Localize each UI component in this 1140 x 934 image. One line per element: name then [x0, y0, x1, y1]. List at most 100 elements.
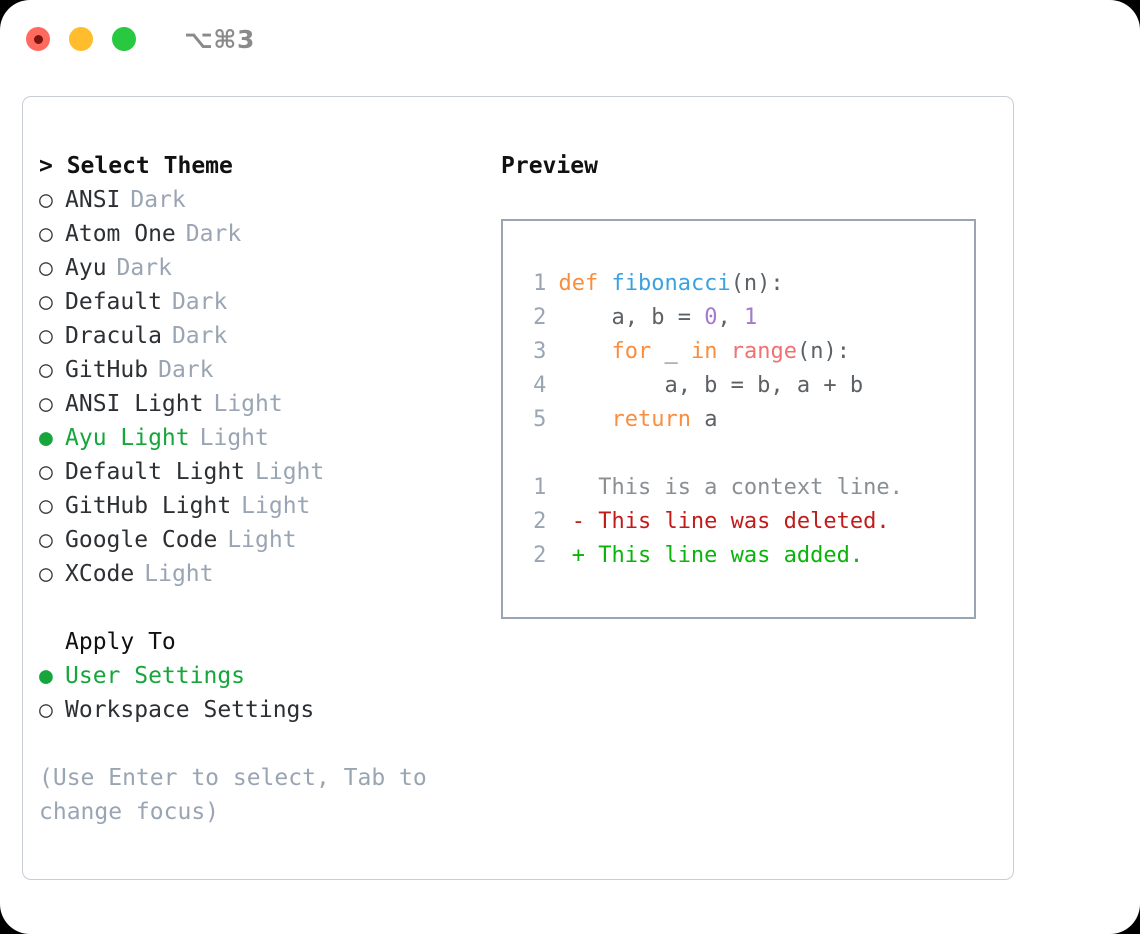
code-diff-separator — [520, 437, 903, 471]
code-token: in — [690, 339, 718, 364]
radio-unselected-icon: ○ — [39, 697, 53, 723]
code-token: a — [690, 407, 718, 432]
radio-unselected-icon: ○ — [39, 357, 53, 383]
theme-option-label: Atom One — [65, 221, 176, 247]
radio-unselected-icon: ○ — [39, 493, 53, 519]
theme-option-category: Light — [255, 459, 325, 485]
radio-unselected-icon: ○ — [39, 527, 53, 553]
apply-to-option[interactable]: ● User Settings — [39, 659, 479, 693]
radio-unselected-icon: ○ — [39, 221, 53, 247]
line-number: 3 — [533, 339, 547, 364]
radio-unselected-icon: ○ — [39, 561, 53, 587]
theme-option[interactable]: ○ Dracula Dark — [39, 319, 479, 353]
diff-line: 2 + This line was added. — [520, 539, 903, 573]
line-number: 2 — [533, 305, 547, 330]
theme-option-category: Dark — [185, 221, 242, 247]
theme-option-category: Light — [199, 425, 269, 451]
theme-option[interactable]: ○ Default Light Light — [39, 455, 479, 489]
apply-to-option-label: Workspace Settings — [65, 697, 315, 723]
theme-option[interactable]: ○ Google Code Light — [39, 523, 479, 557]
theme-option-label: ANSI — [65, 187, 121, 213]
radio-unselected-icon: ○ — [39, 459, 53, 485]
code-line: 3 for _ in range(n): — [520, 335, 903, 369]
theme-option-label: Default Light — [65, 459, 246, 485]
theme-option[interactable]: ○ Ayu Dark — [39, 251, 479, 285]
code-token: a, b = — [558, 305, 705, 330]
theme-option-label: GitHub — [65, 357, 149, 383]
code-token: fibonacci — [611, 271, 731, 296]
theme-option[interactable]: ○ GitHub Light Light — [39, 489, 479, 523]
code-line: 4 a, b = b, a + b — [520, 369, 903, 403]
code-token — [717, 339, 730, 364]
line-number: 5 — [533, 407, 547, 432]
title-bar: ⌥⌘3 — [0, 0, 1140, 78]
theme-option-label: XCode — [65, 561, 135, 587]
line-number: 4 — [533, 373, 547, 398]
code-token: def — [558, 271, 612, 296]
radio-selected-icon: ● — [39, 425, 53, 451]
radio-unselected-icon: ○ — [39, 289, 53, 315]
radio-unselected-icon: ○ — [39, 255, 53, 281]
code-line: 5 return a — [520, 403, 903, 437]
keyboard-shortcut-label: ⌥⌘3 — [184, 24, 255, 54]
theme-option-category: Dark — [171, 289, 228, 315]
preview-heading: Preview — [501, 153, 598, 179]
radio-unselected-icon: ○ — [39, 323, 53, 349]
code-token: a, b = b, a + b — [558, 373, 864, 398]
theme-option-category: Dark — [116, 255, 172, 281]
theme-option-label: Default — [65, 289, 162, 315]
line-number: 1 — [533, 271, 547, 296]
diff-line-text: - This line was deleted. — [558, 509, 890, 534]
code-line: 1 def fibonacci(n): — [520, 267, 903, 301]
apply-to-list: ● User Settings ○ Workspace Settings — [39, 659, 479, 727]
code-token — [558, 407, 611, 432]
theme-option[interactable]: ○ Atom One Dark — [39, 217, 479, 251]
diff-line-text: + This line was added. — [558, 543, 864, 568]
code-token: return — [611, 407, 691, 432]
apply-to-heading: Apply To — [65, 629, 176, 655]
theme-option-label: ANSI Light — [65, 391, 204, 417]
code-token — [558, 339, 611, 364]
theme-option-label: Google Code — [65, 527, 218, 553]
code-token: (n): — [796, 339, 850, 364]
line-number: 2 — [533, 543, 547, 568]
radio-selected-icon: ● — [39, 663, 53, 689]
apply-to-option[interactable]: ○ Workspace Settings — [39, 693, 479, 727]
theme-option-category: Light — [213, 391, 283, 417]
diff-line-text: This is a context line. — [558, 475, 903, 500]
keyboard-hint-text: (Use Enter to select, Tab to change focu… — [39, 765, 441, 825]
select-theme-heading: > Select Theme — [39, 153, 233, 179]
diff-line: 1 This is a context line. — [520, 471, 903, 505]
theme-option[interactable]: ○ ANSI Dark — [39, 183, 479, 217]
theme-option-category: Dark — [130, 187, 186, 213]
diff-line: 2 - This line was deleted. — [520, 505, 903, 539]
theme-option-category: Dark — [171, 323, 228, 349]
code-token: 0 — [704, 305, 718, 330]
theme-option[interactable]: ○ XCode Light — [39, 557, 479, 591]
close-window-button[interactable] — [26, 27, 50, 51]
code-token: range — [730, 339, 797, 364]
theme-option-category: Light — [144, 561, 214, 587]
theme-option-label: Dracula — [65, 323, 162, 349]
code-token: , — [717, 305, 744, 330]
traffic-lights — [26, 27, 136, 51]
theme-option-category: Light — [241, 493, 311, 519]
theme-option-label: Ayu — [65, 255, 107, 281]
code-line: 2 a, b = 0, 1 — [520, 301, 903, 335]
radio-unselected-icon: ○ — [39, 187, 53, 213]
code-token: 1 — [743, 305, 758, 330]
theme-option-category: Light — [227, 527, 297, 553]
minimize-window-button[interactable] — [69, 27, 93, 51]
code-token: (n): — [730, 271, 784, 296]
maximize-window-button[interactable] — [112, 27, 136, 51]
theme-option[interactable]: ○ Default Dark — [39, 285, 479, 319]
apply-to-option-label: User Settings — [65, 663, 246, 689]
theme-option-label: GitHub Light — [65, 493, 232, 519]
